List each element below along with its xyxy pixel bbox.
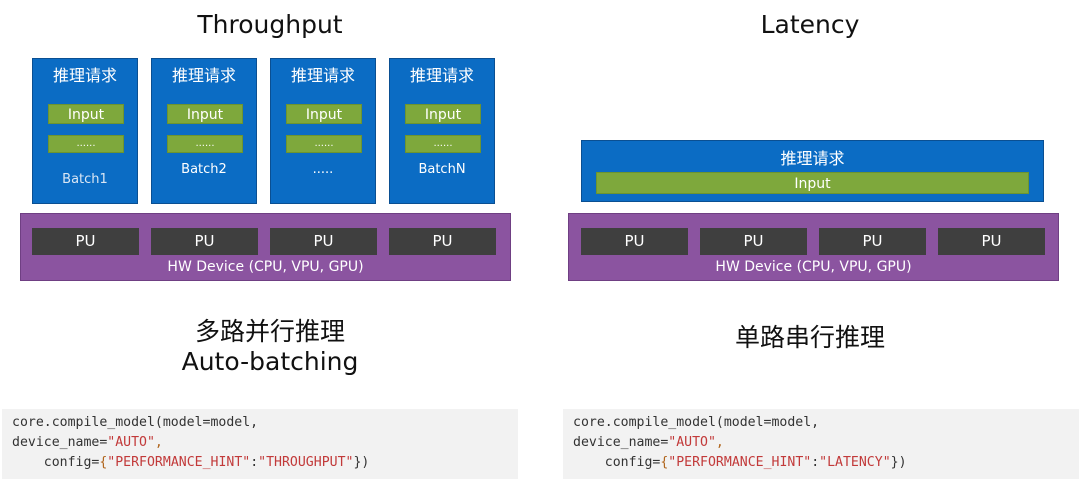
code-line-3-hint-key: "PERFORMANCE_HINT" [668,455,812,470]
ellipsis-block: ...... [405,135,481,153]
auto-batching-subtitle: Auto-batching [181,347,359,376]
pu-block: PU [700,228,807,255]
request-label: 推理请求 [780,149,845,168]
hw-device-label: HW Device (CPU, VPU, GPU) [167,259,364,275]
batch-label: BatchN [418,162,466,177]
request-label: 推理请求 [171,66,236,85]
multi-path-title: 多路并行推理 [194,317,345,346]
code-line-2-key: device_name= [573,435,669,450]
pu-block: PU [581,228,688,255]
code-line-3-key: config= [573,455,661,470]
input-block: Input [405,104,481,124]
latency-title: Latency [760,10,860,39]
code-line-1: core.compile_model(model=model, [573,415,820,430]
ellipsis-block: ...... [167,135,243,153]
request-box-2: 推理请求 Input ...... Batch2 [151,58,257,204]
throughput-title: Throughput [197,10,343,39]
ellipsis-block: ...... [48,135,124,153]
pu-block: PU [151,228,258,255]
input-block: Input [48,104,124,124]
pu-block: PU [938,228,1045,255]
pu-block: PU [389,228,496,255]
code-line-3-close: }) [890,455,907,470]
request-box-1: 推理请求 Batch1 Input ...... [32,58,138,204]
code-line-3-hint-value: "LATENCY" [819,455,891,470]
request-label: 推理请求 [409,66,474,85]
code-line-1: core.compile_model(model=model, [12,415,259,430]
code-line-3-open: { [99,455,108,470]
code-line-2-value: "AUTO" [107,435,155,450]
request-box-4: 推理请求 Input ...... BatchN [389,58,495,204]
code-line-3-colon: : [811,455,820,470]
code-line-2-comma: , [715,435,724,450]
code-line-3-hint-value: "THROUGHPUT" [258,455,354,470]
hw-device-box: PU PU PU PU HW Device (CPU, VPU, GPU) [568,213,1059,281]
code-line-3-open: { [660,455,669,470]
single-path-title: 单路串行推理 [734,323,885,352]
pu-block: PU [270,228,377,255]
code-line-3-hint-key: "PERFORMANCE_HINT" [107,455,251,470]
latency-code-block: core.compile_model(model=model, device_n… [563,409,1079,479]
request-label: 推理请求 [52,66,117,85]
code-line-3-key: config= [12,455,100,470]
code-line-2-comma: , [154,435,163,450]
pu-block: PU [32,228,139,255]
code-line-3-close: }) [353,455,370,470]
input-block: Input [286,104,362,124]
request-box-3: 推理请求 Input ...... ..... [270,58,376,204]
hw-device-label: HW Device (CPU, VPU, GPU) [715,259,912,275]
request-label: 推理请求 [290,66,355,85]
ellipsis-block: ...... [286,135,362,153]
input-block: Input [596,172,1029,194]
code-line-2-key: device_name= [12,435,108,450]
code-line-3-colon: : [250,455,259,470]
hw-device-box: PU PU PU PU HW Device (CPU, VPU, GPU) [20,213,511,281]
throughput-code-block: core.compile_model(model=model, device_n… [2,409,518,479]
pu-block: PU [819,228,926,255]
code-line-2-value: "AUTO" [668,435,716,450]
batch-label: ..... [312,162,334,177]
input-block: Input [167,104,243,124]
batch-label: Batch2 [181,162,227,177]
request-box-single: 推理请求 Input [581,140,1044,202]
batch-label: Batch1 [62,172,108,187]
